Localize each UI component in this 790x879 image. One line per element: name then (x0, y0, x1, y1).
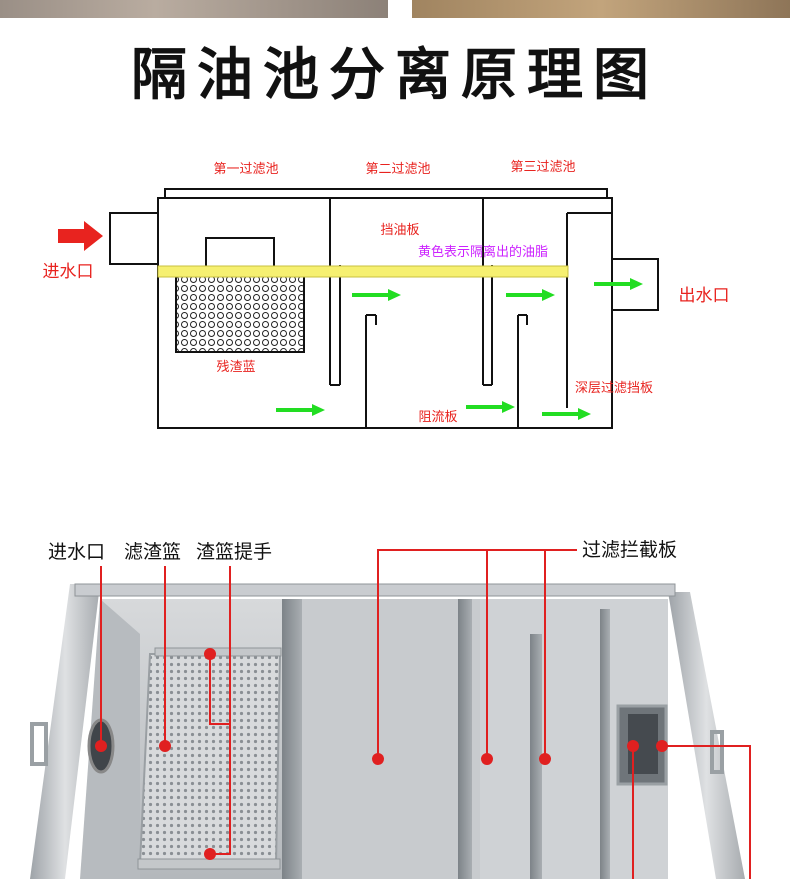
basket-label: 残渣蓝 (216, 360, 255, 375)
product-photo: 进水口 滤渣篮 渣篮提手 过滤拦截板 (0, 514, 790, 879)
callout-dot (539, 753, 551, 765)
tank-rim (74, 583, 676, 597)
right-handle (710, 730, 724, 774)
photo-inlet-label: 进水口 (48, 541, 105, 563)
inlet-label: 进水口 (43, 262, 94, 282)
photo-filter-plate-label: 过滤拦截板 (582, 539, 677, 561)
flow-arrow-icon (542, 408, 591, 420)
grease-note-label: 黄色表示隔离出的油脂 (418, 244, 548, 260)
residue-basket (175, 271, 305, 353)
flow-arrow-icon (466, 401, 515, 413)
callout-dot (204, 648, 216, 660)
callout-dot (204, 848, 216, 860)
basket-rim (154, 647, 282, 657)
divider-plate-1 (282, 599, 302, 879)
tank-outline (109, 188, 659, 429)
callout-dots (95, 648, 668, 860)
callout-dot (95, 740, 107, 752)
grease-layer (157, 265, 569, 278)
photo-handle-label: 渣篮提手 (196, 541, 272, 563)
chamber-label-2: 第二过滤池 (365, 162, 430, 177)
oil-baffle-label: 挡油板 (380, 223, 419, 238)
tank-outer-left (30, 584, 100, 879)
banner-photo-right (412, 0, 790, 18)
flow-arrow-icon (594, 278, 643, 290)
flow-arrow-icon (506, 289, 555, 301)
divider-plate-4 (600, 609, 610, 879)
flow-arrows (276, 278, 643, 420)
flow-arrow-icon (352, 289, 401, 301)
callout-dot (159, 740, 171, 752)
callout-lines (100, 549, 751, 879)
photo-basket-label: 滤渣篮 (124, 541, 181, 563)
chamber-back-2 (290, 599, 480, 879)
top-banner-strip (0, 0, 790, 22)
inlet-arrow-icon (58, 221, 103, 251)
flow-baffle-label: 阻流板 (418, 410, 457, 425)
chamber-label-3: 第三过滤池 (510, 160, 575, 175)
flow-arrow-icon (276, 404, 325, 416)
tank-outer-right (668, 592, 745, 879)
divider-plate-3 (530, 634, 542, 879)
deep-filter-label: 深层过滤挡板 (575, 381, 653, 396)
callout-dot (481, 753, 493, 765)
callout-dot (627, 740, 639, 752)
basket-bottom-rim (137, 858, 281, 870)
callout-dot (372, 753, 384, 765)
chamber-label-1: 第一过滤池 (213, 162, 278, 177)
page-title: 隔油池分离原理图 (131, 43, 659, 108)
separation-diagram: 第一过滤池 第二过滤池 第三过滤池 (43, 160, 730, 429)
callout-dot (656, 740, 668, 752)
divider-plate-2 (458, 599, 472, 879)
left-handle (30, 722, 48, 766)
outlet-label: 出水口 (679, 286, 730, 306)
banner-photo-left (0, 0, 388, 18)
